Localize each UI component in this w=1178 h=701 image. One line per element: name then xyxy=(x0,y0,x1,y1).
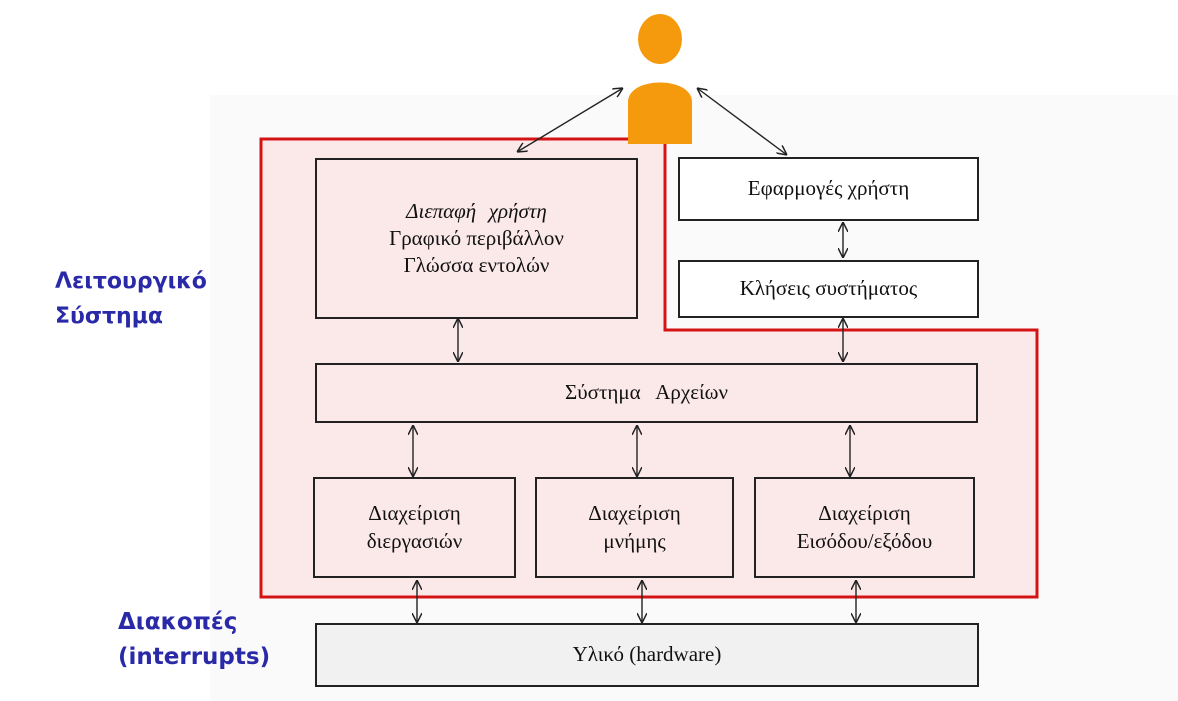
interrupts-label: Διακοπές (interrupts) xyxy=(118,605,270,674)
hardware-box: Υλικό (hardware) xyxy=(315,623,979,687)
operating-system-line1: Λειτουργικό xyxy=(55,269,207,294)
user-icon xyxy=(628,14,692,144)
file-system-box: Σύστημα Αρχείων xyxy=(315,363,978,423)
system-calls-box: Κλήσεις συστήματος xyxy=(678,260,979,318)
memory-management-line2: μνήμης xyxy=(603,528,666,553)
process-management-line2: διεργασιών xyxy=(366,528,463,553)
io-management-box: Διαχείριση Εισόδου/εξόδου xyxy=(754,477,975,578)
operating-system-line2: Σύστημα xyxy=(55,304,164,330)
interrupts-line2: (interrupts) xyxy=(118,643,271,670)
user-interface-title: Διεπαφή χρήστη xyxy=(406,198,547,223)
io-management-line2: Εισόδου/εξόδου xyxy=(796,528,933,553)
memory-management-line1: Διαχείριση xyxy=(588,501,681,526)
interrupts-line1: Διακοπές xyxy=(118,609,238,635)
memory-management-box: Διαχείριση μνήμης xyxy=(535,477,734,578)
io-management-line1: Διαχείριση xyxy=(818,501,911,526)
user-applications-label: Εφαρμογές χρήστη xyxy=(747,176,910,201)
operating-system-label: Λειτουργικό Σύστημα xyxy=(55,264,207,334)
graphical-environment-label: Γραφικό περιβάλλον xyxy=(389,225,564,250)
process-management-box: Διαχείριση διεργασιών xyxy=(313,477,516,578)
process-management-line1: Διαχείριση xyxy=(368,501,461,526)
file-system-label: Σύστημα Αρχείων xyxy=(565,380,728,405)
command-language-label: Γλώσσα εντολών xyxy=(403,253,550,278)
arrow-user-to-ui xyxy=(517,88,623,152)
arrow-user-to-apps xyxy=(697,88,787,155)
hardware-label: Υλικό (hardware) xyxy=(572,642,722,667)
system-calls-label: Κλήσεις συστήματος xyxy=(739,276,918,301)
user-interface-box: Διεπαφή χρήστη Γραφικό περιβάλλον Γλώσσα… xyxy=(315,158,638,319)
user-applications-box: Εφαρμογές χρήστη xyxy=(678,157,979,221)
